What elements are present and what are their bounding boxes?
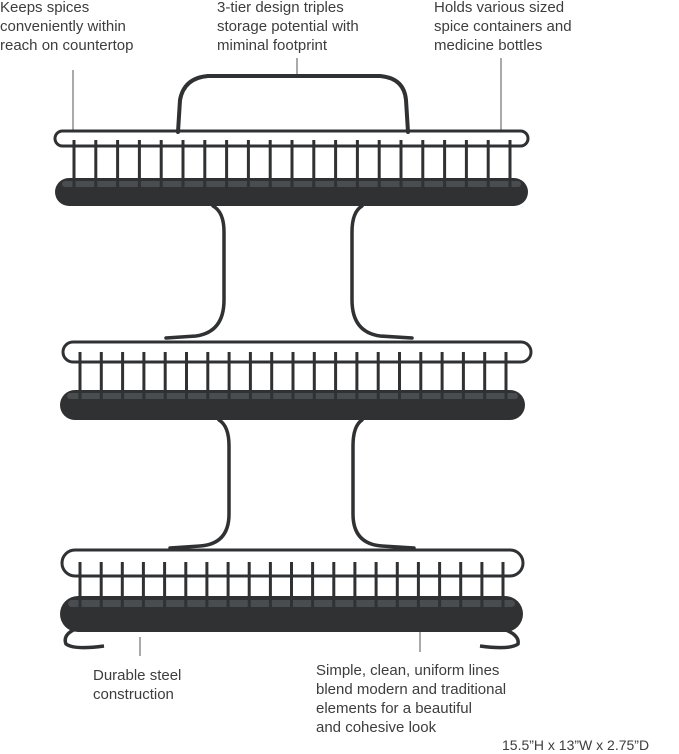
leader-lines bbox=[72, 58, 502, 656]
callout-line: and cohesive look bbox=[316, 719, 437, 736]
connector-left-lower bbox=[168, 418, 231, 550]
tier-connectors bbox=[164, 204, 416, 550]
callout-line: conveniently within bbox=[0, 18, 126, 35]
callout-line: medicine bottles bbox=[434, 37, 543, 54]
callout-durable-steel: Durable steel construction bbox=[93, 666, 181, 704]
callout-line: elements for a beautiful bbox=[316, 700, 472, 717]
callout-line: construction bbox=[93, 686, 174, 703]
callout-line: spice containers and bbox=[434, 18, 572, 35]
callout-line: Keeps spices bbox=[0, 0, 90, 16]
callout-line: blend modern and traditional bbox=[316, 681, 507, 698]
callout-holds-various: Holds various sized spice containers and… bbox=[434, 0, 572, 55]
callout-line: 3-tier design triples bbox=[217, 0, 344, 16]
foot-right bbox=[479, 626, 520, 650]
callout-line: miminal footprint bbox=[217, 37, 328, 54]
shelf-bars bbox=[72, 140, 512, 192]
callout-line: storage potential with bbox=[217, 18, 359, 35]
shelf-tier-3 bbox=[60, 548, 525, 650]
rack-handle bbox=[176, 74, 410, 134]
callout-line: Durable steel bbox=[93, 667, 182, 684]
shelf-tier-2 bbox=[60, 340, 533, 420]
foot-left bbox=[63, 626, 105, 650]
callout-line: Holds various sized bbox=[434, 0, 565, 16]
connector-right-upper bbox=[350, 204, 414, 340]
shelf-bars bbox=[78, 562, 505, 612]
shelf-tier-1 bbox=[53, 129, 530, 206]
shelf-bars bbox=[78, 352, 508, 404]
callout-keeps-spices: Keeps spices conveniently within reach o… bbox=[0, 0, 133, 55]
connector-left-upper bbox=[164, 204, 226, 340]
callout-line: reach on countertop bbox=[0, 37, 134, 54]
connector-right-lower bbox=[351, 418, 416, 550]
shelf-rail bbox=[61, 340, 533, 364]
dimensions-label: 15.5”H x 13”W x 2.75”D bbox=[502, 737, 650, 753]
callout-three-tier: 3-tier design triples storage potential … bbox=[217, 0, 359, 55]
callout-line: Simple, clean, uniform lines bbox=[316, 662, 500, 679]
callout-simple-clean: Simple, clean, uniform lines blend moder… bbox=[316, 661, 506, 737]
